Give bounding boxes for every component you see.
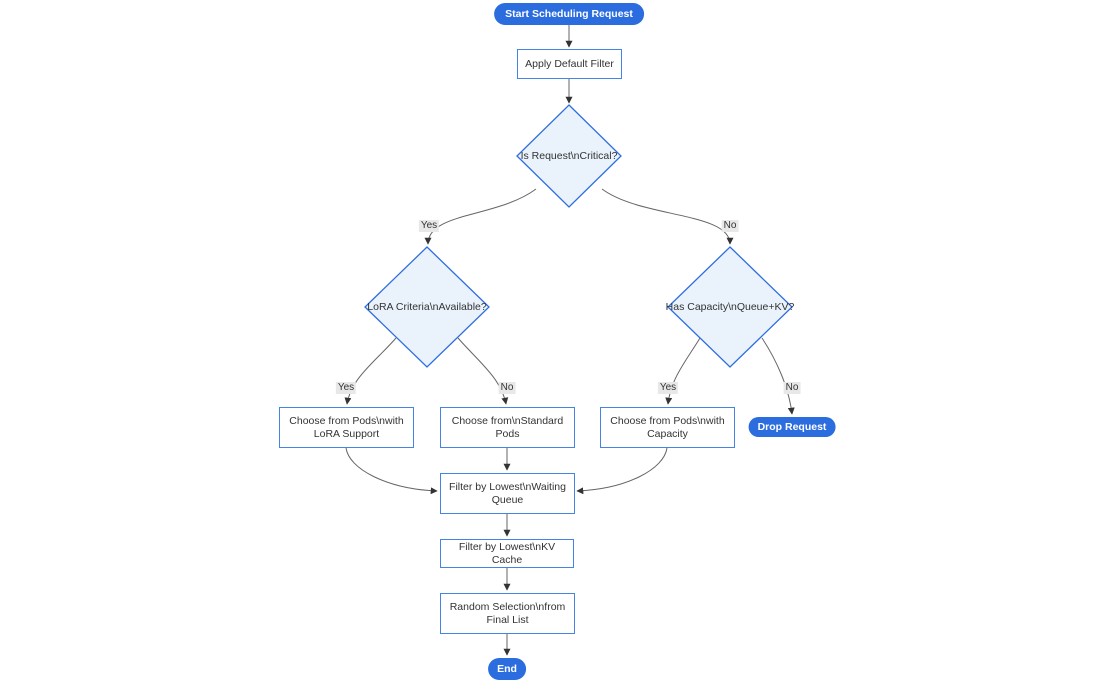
node-choose-standard-pods: Choose from\nStandard Pods [440,407,575,448]
node-lora-criteria-available: LoRA Criteria\nAvailable? [367,301,487,313]
edge-lora-no [457,337,509,405]
node-drop-request: Drop Request [748,417,836,437]
edge-label-lora-yes: Yes [335,382,357,394]
node-start: Start Scheduling Request [494,3,644,25]
node-end: End [488,658,526,680]
decision-diamond-has-capacity [667,246,793,368]
edge-label-lora-no: No [498,382,516,394]
node-choose-pods-lora-support: Choose from Pods\nwith LoRA Support [279,407,414,448]
node-apply-default-filter: Apply Default Filter [517,49,622,79]
node-has-capacity-queue-kv: Has Capacity\nQueue+KV? [665,301,795,313]
edge-lorapods-to-filter [345,447,438,495]
edge-label-capacity-yes: Yes [657,382,679,394]
edge-critical-no [601,188,734,245]
node-filter-lowest-waiting-queue: Filter by Lowest\nWaiting Queue [440,473,575,514]
edge-label-critical-no: No [721,220,739,232]
edge-label-capacity-no: No [783,382,801,394]
node-choose-pods-capacity: Choose from Pods\nwith Capacity [600,407,735,448]
decision-diamond-lora-criteria [364,246,490,368]
node-random-selection-final-list: Random Selection\nfrom Final List [440,593,575,634]
edge-label-critical-yes: Yes [418,220,440,232]
edge-lora-yes [344,337,397,405]
edge-capacity-no [761,337,795,415]
edge-capacitypods-to-filter [576,447,668,495]
decision-diamond-is-critical [516,104,622,208]
node-is-request-critical: Is Request\nCritical? [520,150,618,162]
node-filter-lowest-kv-cache: Filter by Lowest\nKV Cache [440,539,574,568]
edge-capacity-yes [665,337,701,405]
edge-critical-yes [424,188,537,245]
